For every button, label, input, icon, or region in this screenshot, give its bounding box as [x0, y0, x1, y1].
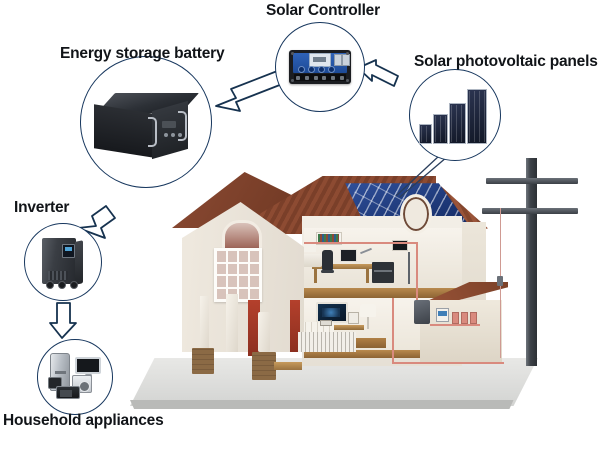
conduit-horizontal-mid: [430, 324, 480, 326]
porch-wall-red-left: [248, 300, 260, 356]
node-solar-photovoltaic-panels[interactable]: [409, 69, 501, 161]
ground-slab-edge: [130, 400, 514, 409]
oval-gable-window: [400, 194, 432, 234]
porch-column-left: [200, 296, 209, 352]
wall-inverter-box: [414, 300, 430, 324]
meter-box-2: [452, 312, 459, 324]
lower-floor-slab: [304, 350, 462, 358]
annex-wall: [420, 300, 502, 362]
meter-box-1-screen: [438, 311, 447, 316]
pole-crossarm-lower: [482, 208, 578, 214]
arrow-inverter-to-appliances: [49, 302, 77, 339]
side-cabinet: [372, 262, 394, 283]
floor-lamp-upper: [302, 242, 316, 252]
balcony-railing: [298, 332, 356, 352]
inverter-cabinet-icon: [25, 224, 101, 300]
sofa-upper-left: [298, 254, 322, 267]
label-household-appliances: Household appliances: [3, 412, 164, 429]
conduit-roof-horizontal: [304, 242, 418, 244]
cabinet-line: [374, 270, 392, 272]
node-inverter[interactable]: [24, 223, 102, 301]
meter-box-3: [461, 312, 468, 324]
charge-controller-icon: [276, 23, 364, 111]
television-icon: [75, 357, 101, 374]
upper-floor-slab: [304, 288, 462, 298]
grid-window: [214, 248, 262, 302]
microwave-icon: [56, 386, 80, 399]
tv-unit-upper: [392, 240, 408, 251]
label-inverter: Inverter: [14, 199, 70, 216]
lamp-stand: [367, 317, 369, 329]
brick-pier-left: [192, 348, 214, 374]
pole-crossarm-top: [486, 178, 578, 184]
laptop: [320, 320, 332, 326]
desk-leg-left: [314, 269, 317, 283]
picture-frame: [348, 312, 359, 324]
conduit-horizontal-lower: [392, 362, 504, 364]
porch-step: [274, 362, 302, 370]
brick-pier-right: [252, 352, 276, 380]
room-home-office: [298, 228, 462, 290]
meter-box-4: [470, 312, 477, 324]
tv-screen-glow: [322, 308, 340, 317]
desktop-monitor: [340, 249, 357, 262]
antenna-rod: [408, 252, 410, 284]
shelf-books: [318, 234, 339, 242]
media-console: [308, 325, 364, 330]
conduit-vertical-lower: [392, 298, 394, 364]
appliances-icon: [38, 340, 112, 414]
battery-rack-icon: [81, 57, 211, 187]
service-drop-fitting: [497, 276, 503, 286]
office-chair: [322, 250, 333, 270]
desk-lamp: [360, 247, 372, 255]
utility-pole-icon: [526, 158, 537, 366]
node-household-appliances[interactable]: [37, 339, 113, 415]
cutaway-house-icon: [130, 158, 578, 422]
porch-wall-red-right: [290, 300, 300, 352]
table-lamp: [360, 304, 376, 317]
node-energy-storage-battery[interactable]: [80, 56, 212, 188]
label-solar-controller: Solar Controller: [266, 2, 380, 19]
label-energy-storage-battery: Energy storage battery: [60, 45, 225, 62]
solar-panel-array-icon: [410, 70, 500, 160]
desk-leg-right: [366, 269, 369, 283]
conduit-vertical-upper: [416, 242, 418, 300]
label-solar-photovoltaic-panels: Solar photovoltaic panels: [414, 53, 598, 70]
node-solar-controller[interactable]: [275, 22, 365, 112]
porch-column-white: [258, 312, 270, 352]
office-chair-base: [321, 270, 334, 273]
porch-column-mid: [226, 294, 238, 352]
office-desk: [312, 264, 372, 269]
